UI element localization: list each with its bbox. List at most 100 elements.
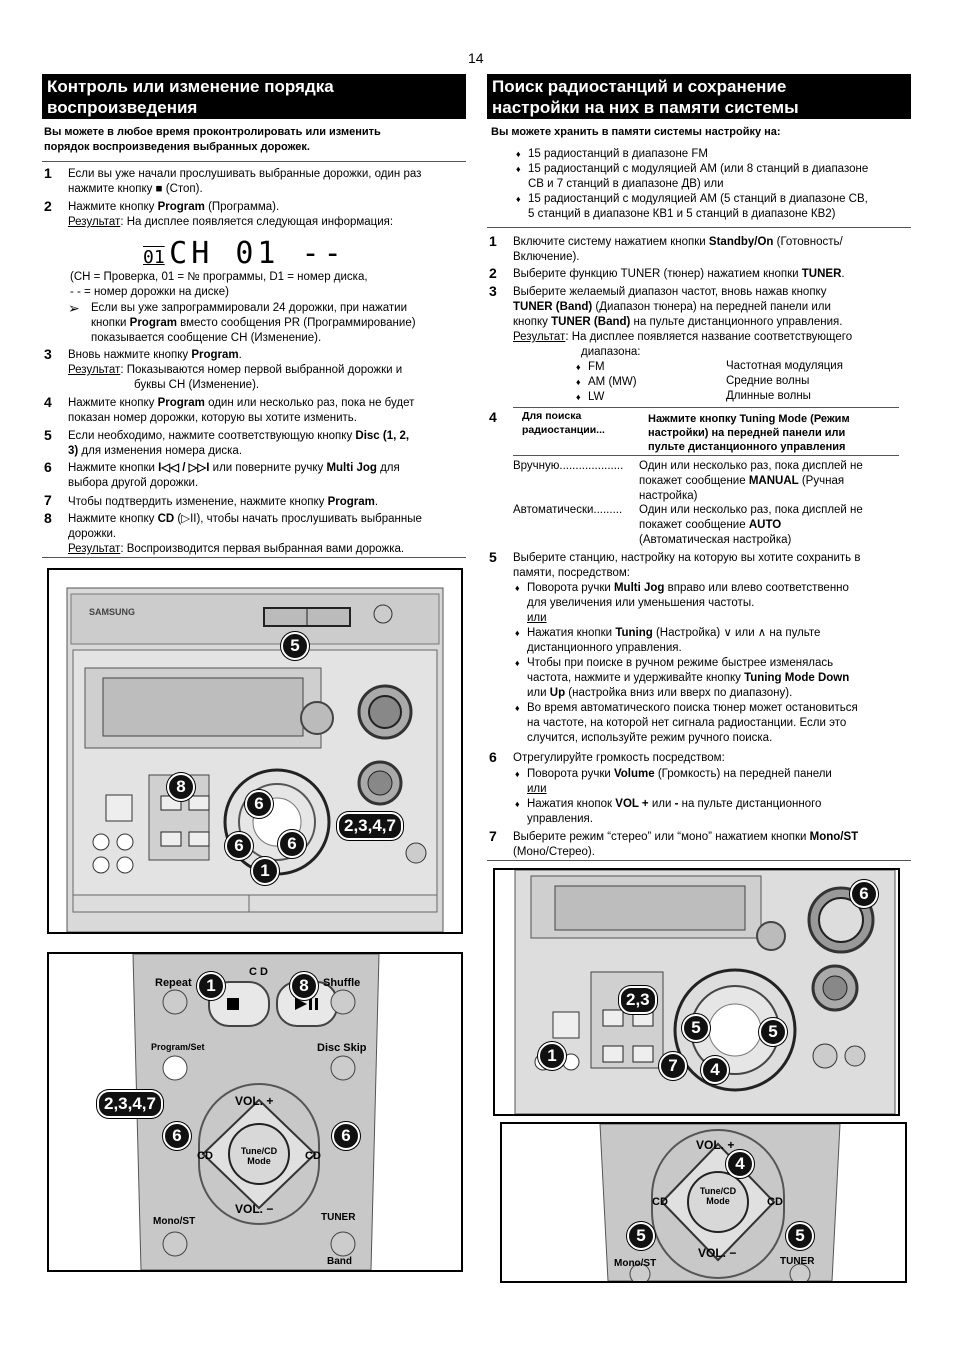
- intro-right: Вы можете хранить в памяти системы настр…: [491, 126, 781, 138]
- step-line: Нажмите кнопки I◁◁ / ▷▷I или поверните р…: [68, 462, 400, 474]
- step-line: Выберите режим “стерео” или “моно” нажат…: [513, 831, 859, 843]
- tuner-panel-illustration: [514, 870, 896, 1114]
- step-line: Результат: Воспроизводится первая выбран…: [68, 543, 405, 555]
- desc-line: настройка): [639, 490, 698, 502]
- step-number: 1: [489, 233, 497, 249]
- display-prefix: 01: [143, 247, 165, 268]
- option-line: Нажатия кнопок VOL + или - на пульте дис…: [515, 797, 912, 812]
- option-line: Чтобы при поиске в ручном режиме быстрее…: [515, 656, 912, 671]
- step-line: показан номер дорожки, которую вы хотите…: [68, 412, 357, 424]
- cd-prev-label: CD: [652, 1196, 668, 1208]
- note-line: кнопки Program вместо сообщения PR (Прог…: [91, 317, 416, 329]
- option-line: Поворота ручки Volume (Громкость) на пер…: [515, 767, 912, 782]
- list-item-cont: СВ и 7 станций в диапазоне ДВ) или: [528, 178, 724, 190]
- callout-badge: 5: [627, 1222, 655, 1250]
- callout-badge: 8: [167, 773, 195, 801]
- r-step-7-text: Выберите режим “стерео” или “моно” нажат…: [513, 830, 913, 860]
- remote-illustration: [132, 954, 380, 1270]
- shuffle-label: Shuffle: [323, 977, 361, 989]
- callout-badge: 6: [332, 1122, 360, 1150]
- table-rule: [513, 455, 899, 456]
- list-item: 15 радиостанций с модуляцией AM (или 8 с…: [516, 162, 913, 177]
- header-line: радиостанции...: [522, 424, 605, 436]
- option-line: дистанционного управления.: [527, 642, 682, 654]
- desc-line: Один или несколько раз, пока дисплей не: [639, 460, 863, 472]
- step-number: 5: [489, 549, 497, 565]
- disc-skip-label: Disc Skip: [317, 1042, 367, 1054]
- tuner-remote-illustration: [599, 1124, 841, 1281]
- header-line: Нажмите кнопку Tuning Mode (Режим: [648, 413, 850, 425]
- callout-badge: 5: [682, 1014, 710, 1042]
- front-panel-figure: SAMSUNG 5 8 6 6 6 2,3,4,7 1: [47, 568, 463, 934]
- band-code: AM (MW): [576, 375, 748, 390]
- callout-badge: 1: [251, 857, 279, 885]
- step-number: 1: [44, 165, 52, 181]
- brand-logo: SAMSUNG: [89, 607, 136, 617]
- option-line: Нажатия кнопки Tuning (Настройка) ∨ или …: [515, 626, 912, 641]
- step-line: Если необходимо, нажмите соответствующую…: [68, 430, 410, 442]
- step-line: Выберите функцию TUNER (тюнер) нажатием …: [513, 268, 845, 280]
- remote-figure: CD Repeat Shuffle Program/Set Disc Skip …: [47, 952, 463, 1272]
- or-text: или: [527, 612, 547, 624]
- mode-manual-label: Вручную....................: [513, 460, 624, 472]
- callout-badge: 6: [850, 880, 878, 908]
- callout-badge: 5: [759, 1018, 787, 1046]
- title-line: Контроль или изменение порядка: [47, 77, 334, 96]
- step-line: буквы CH (Изменение).: [134, 379, 260, 391]
- display-text: CH 01 --: [169, 236, 346, 271]
- step-line: 3) для изменения номера диска.: [68, 445, 243, 457]
- title-line: Поиск радиостанций и сохранение: [492, 77, 787, 96]
- band-codes: FM AM (MW) LW: [576, 360, 748, 405]
- callout-badge: 2,3: [619, 986, 657, 1014]
- callout-badge: 7: [659, 1052, 687, 1080]
- step-8-text: Нажмите кнопку CD (▷II), чтобы начать пр…: [68, 512, 468, 557]
- step-number: 6: [489, 749, 497, 765]
- section-title-right: Поиск радиостанций и сохранение настройк…: [487, 74, 911, 119]
- note-arrow-icon: ➢: [68, 300, 80, 316]
- step-number: 6: [44, 459, 52, 475]
- cd-next-label: CD: [305, 1150, 321, 1162]
- step-line: нажмите кнопку ■ (Стоп).: [68, 183, 203, 195]
- step-6-text: Нажмите кнопки I◁◁ / ▷▷I или поверните р…: [68, 461, 468, 491]
- callout-badge: 4: [701, 1056, 729, 1084]
- note-line: Если вы уже запрограммировали 24 дорожки…: [91, 302, 407, 314]
- title-line: настройки на них в памяти системы: [492, 98, 799, 117]
- callout-badge: 2,3,4,7: [97, 1090, 163, 1118]
- step-line: Включение).: [513, 251, 580, 263]
- tuner-panel-figure: 6 2,3 5 5 1 7 4: [493, 868, 900, 1116]
- callout-badge: 1: [538, 1042, 566, 1070]
- step-number: 5: [44, 427, 52, 443]
- step-line: Вновь нажмите кнопку Program.: [68, 349, 242, 361]
- mono-label: Mono/ST: [153, 1216, 196, 1227]
- vol-up-label: VOL. +: [696, 1138, 735, 1152]
- option-line: управления.: [527, 813, 593, 825]
- intro-line: Вы можете в любое время проконтролироват…: [44, 126, 381, 138]
- step-line: Если вы уже начали прослушивать выбранны…: [68, 168, 422, 180]
- step-line: Нажмите кнопку Program (Программа).: [68, 201, 280, 213]
- step-number: 3: [44, 346, 52, 362]
- option-line: Во время автоматического поиска тюнер мо…: [515, 701, 912, 716]
- step-number: 7: [44, 492, 52, 508]
- or-text: или: [527, 783, 547, 795]
- divider: [487, 860, 911, 861]
- option-line: или Up (настройка вниз или вверх по диап…: [527, 687, 793, 699]
- front-panel-illustration: [66, 587, 444, 932]
- r-step-6-text: Отрегулируйте громкость посредством:: [513, 752, 725, 764]
- callout-badge: 8: [290, 972, 318, 1000]
- title-line: воспроизведения: [47, 98, 198, 117]
- legend-line: - - = номер дорожки на диске): [70, 286, 229, 298]
- legend-line: (CH = Проверка, 01 = № программы, D1 = н…: [70, 271, 368, 283]
- step-line: дорожки.: [68, 528, 117, 540]
- step-line: Результат: Показываются номер первой выб…: [68, 364, 403, 376]
- band-desc: Длинные волны: [726, 390, 811, 402]
- divider: [42, 557, 466, 558]
- vol-down-label: VOL. −: [698, 1246, 737, 1260]
- cd-next-label: CD: [767, 1196, 783, 1208]
- step-line: Выберите желаемый диапазон частот, вновь…: [513, 286, 827, 298]
- callout-badge: 6: [163, 1122, 191, 1150]
- page-number: 14: [468, 50, 484, 66]
- step-1-text: Если вы уже начали прослушивать выбранны…: [68, 167, 468, 197]
